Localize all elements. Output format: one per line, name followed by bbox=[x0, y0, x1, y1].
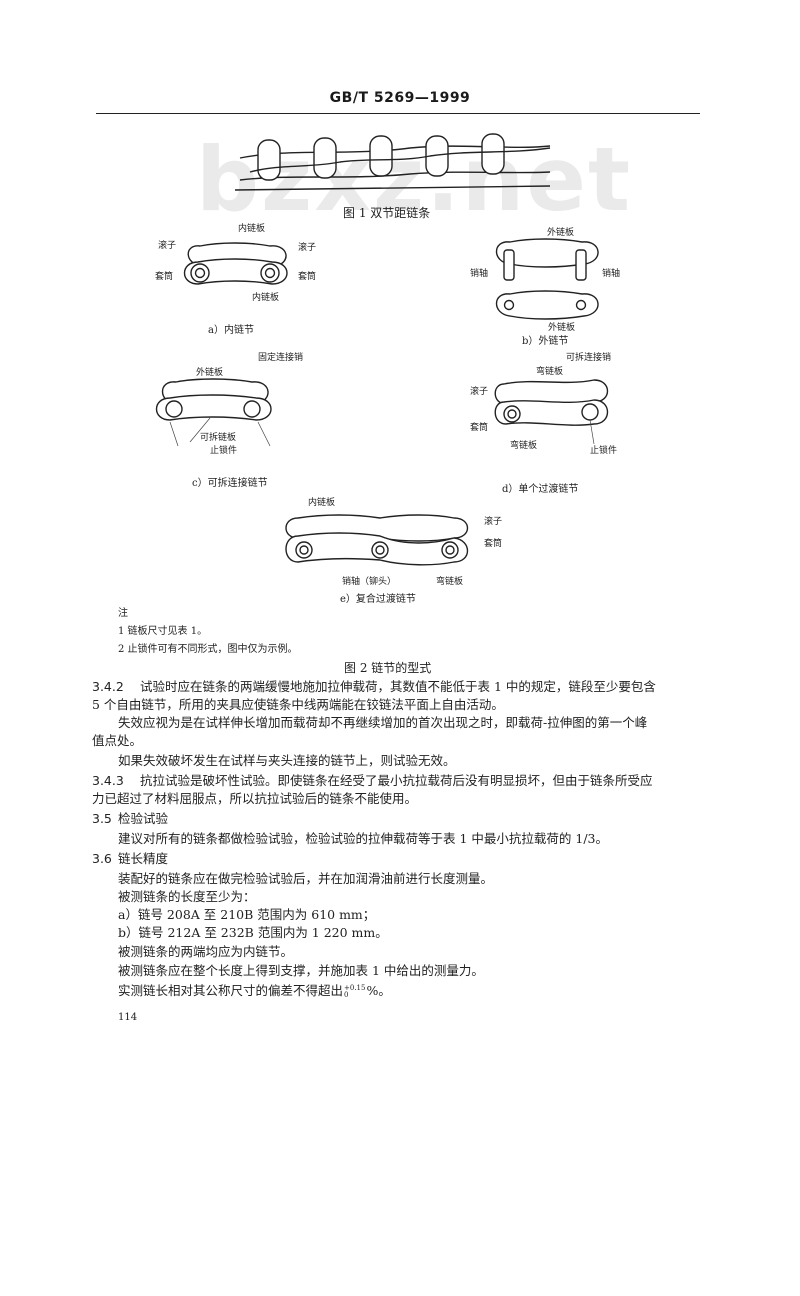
section-3-4-2-line1: 试验时应在链条的两端缓慢地施加拉伸载荷，其数值不能低于表 1 中的规定，链段至少… bbox=[140, 679, 656, 694]
label-bush-left: 套筒 bbox=[155, 272, 174, 282]
label-bent-plate-bottom: 弯链板 bbox=[510, 441, 538, 451]
label-bush-e: 套筒 bbox=[484, 539, 503, 549]
label-bent-plate: 弯链板 bbox=[436, 577, 464, 587]
label-outer-plate-top: 外链板 bbox=[547, 228, 575, 238]
label-roller-right: 滚子 bbox=[298, 243, 317, 253]
tolerance-unit: %。 bbox=[366, 983, 391, 998]
label-lock-d: 止锁件 bbox=[590, 446, 618, 456]
figure1-caption: 图 1 双节距链条 bbox=[343, 206, 431, 220]
section-3-4-2-line2: 5 个自由链节，所用的夹具应使链条中线两端能在铰链法平面上自由活动。 bbox=[92, 697, 504, 712]
tolerance-text: 实测链长相对其公称尺寸的偏差不得超出 bbox=[118, 983, 344, 998]
section-3-4-2-line5: 如果失效破坏发生在试样与夹头连接的链节上，则试验无效。 bbox=[118, 753, 456, 768]
label-pin-right: 销轴 bbox=[602, 269, 621, 279]
label-bent-plate-top: 弯链板 bbox=[536, 367, 564, 377]
label-lock: 止锁件 bbox=[210, 446, 238, 456]
section-3-6-line1: 装配好的链条应在做完检验试验后，并在加润滑油前进行长度测量。 bbox=[118, 871, 494, 886]
notes-heading: 注 bbox=[118, 608, 128, 619]
section-3-4-3-line1: 抗拉试验是破坏性试验。即使链条在经受了最小抗拉载荷后没有明显损坏，但由于链条所受… bbox=[140, 773, 653, 788]
section-3-6-number: 3.6 bbox=[92, 851, 112, 866]
figure2e-composite-link-drawing bbox=[285, 514, 469, 566]
section-3-6-line6: 被测链条应在整个长度上得到支撑，并施加表 1 中给出的测量力。 bbox=[118, 963, 484, 978]
figure2b-outer-link-drawing bbox=[495, 238, 599, 320]
section-3-5-number: 3.5 bbox=[92, 811, 112, 826]
note-2: 2 止锁件可有不同形式，图中仅为示例。 bbox=[118, 644, 298, 655]
section-3-4-3-number: 3.4.3 bbox=[92, 773, 124, 788]
label-removable-pin: 可拆连接销 bbox=[566, 353, 612, 363]
header-rule bbox=[96, 113, 700, 114]
label-roller-left: 滚子 bbox=[158, 241, 177, 251]
figure1-chain-drawing bbox=[234, 133, 551, 191]
tolerance-upper: +0.15 bbox=[344, 983, 366, 992]
section-3-6-line5: 被测链条的两端均应为内链节。 bbox=[118, 944, 294, 959]
figure2b-caption: b）外链节 bbox=[522, 336, 569, 347]
tolerance-lower: 0 bbox=[344, 990, 349, 999]
section-3-5-line1: 建议对所有的链条都做检验试验，检验试验的拉伸载荷等于表 1 中最小抗拉载荷的 1… bbox=[118, 831, 608, 846]
page-number: 114 bbox=[118, 1012, 138, 1023]
section-3-5-title: 检验试验 bbox=[118, 811, 169, 826]
label-fixed-pin: 固定连接销 bbox=[258, 353, 304, 363]
figure2d-caption: d）单个过渡链节 bbox=[502, 484, 579, 495]
label-inner-plate: 内链板 bbox=[308, 498, 336, 508]
label-pin-riveted: 销轴（铆头） bbox=[342, 577, 397, 587]
figure2d-offset-link-drawing bbox=[494, 379, 609, 445]
figure2c-connecting-link-drawing bbox=[155, 378, 272, 447]
section-3-6-line3: a）链号 208A 至 210B 范围内为 610 mm； bbox=[118, 907, 376, 922]
figure2c-caption: c）可拆连接链节 bbox=[192, 478, 268, 489]
section-3-6-title: 链长精度 bbox=[118, 851, 169, 866]
section-3-4-2-line3: 失效应视为是在试样伸长增加而载荷却不再继续增加的首次出现之时，即载荷-拉伸图的第… bbox=[118, 715, 648, 730]
label-roller-e: 滚子 bbox=[484, 517, 503, 527]
standard-header: GB/T 5269—1999 bbox=[329, 90, 471, 106]
label-inner-plate-top: 内链板 bbox=[238, 224, 266, 234]
label-bush-right: 套筒 bbox=[298, 272, 317, 282]
label-outer-plate: 外链板 bbox=[196, 368, 224, 378]
label-roller: 滚子 bbox=[470, 387, 489, 397]
section-3-4-2-line4: 值点处。 bbox=[92, 733, 143, 748]
figure2a-inner-link-drawing bbox=[183, 242, 288, 285]
section-3-6-line4: b）链号 212A 至 232B 范围内为 1 220 mm。 bbox=[118, 925, 388, 940]
section-3-4-2-number: 3.4.2 bbox=[92, 679, 124, 694]
note-1: 1 链板尺寸见表 1。 bbox=[118, 626, 208, 637]
label-inner-plate-bottom: 内链板 bbox=[252, 293, 280, 303]
label-outer-plate-bottom: 外链板 bbox=[548, 323, 576, 333]
figure2e-caption: e）复合过渡链节 bbox=[340, 594, 416, 605]
label-removable-plate: 可拆链板 bbox=[200, 433, 237, 443]
section-3-4-3-line2: 力已超过了材料屈服点，所以抗拉试验后的链条不能使用。 bbox=[92, 791, 418, 806]
label-pin-left: 销轴 bbox=[470, 269, 489, 279]
figure2-caption: 图 2 链节的型式 bbox=[344, 661, 432, 675]
label-bush: 套筒 bbox=[470, 423, 489, 433]
figure2a-caption: a）内链节 bbox=[208, 325, 254, 336]
section-3-6-line2: 被测链条的长度至少为： bbox=[118, 889, 256, 904]
